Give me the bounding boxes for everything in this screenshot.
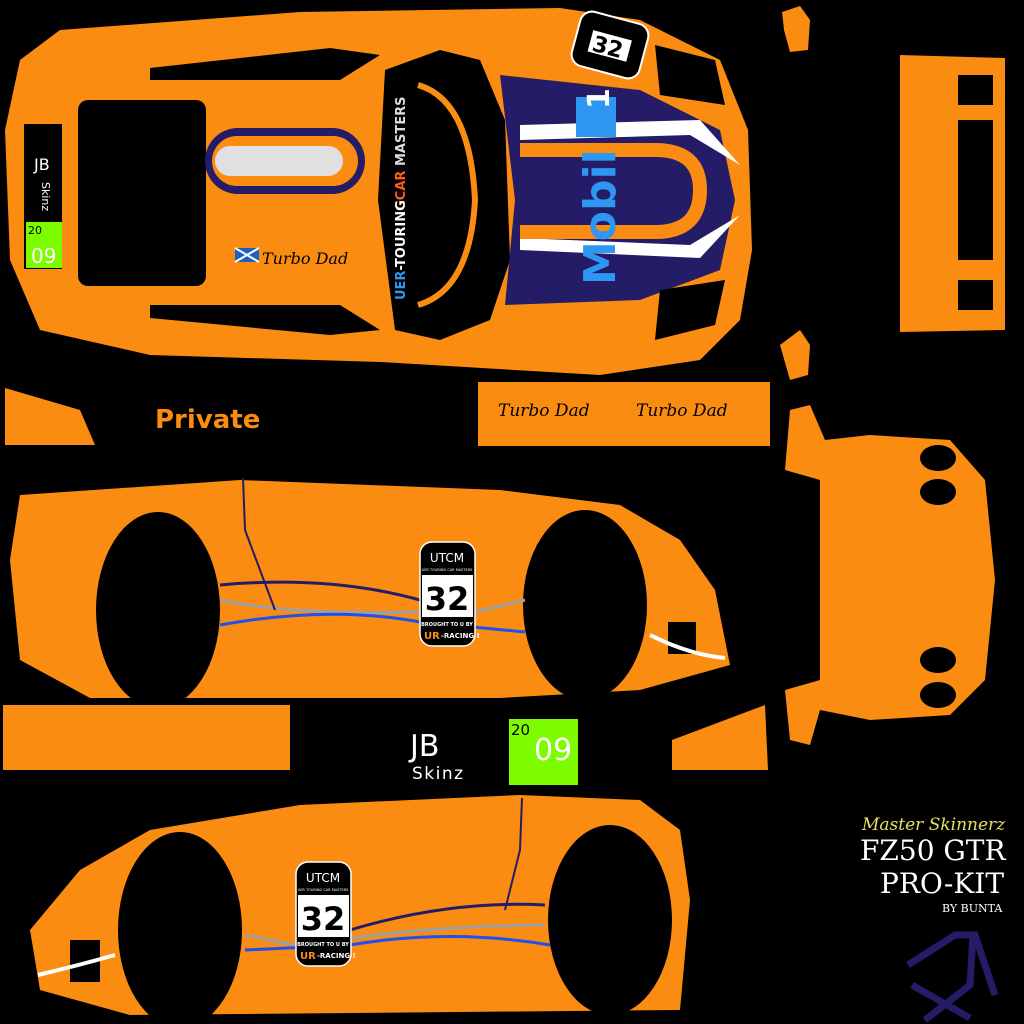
panel-team: -RACING ! <box>317 952 356 960</box>
panel-number: 32 <box>425 580 470 618</box>
door-brand: Skinz <box>412 764 465 784</box>
svg-text:UER-TOURINGCAR MASTERS: UER-TOURINGCAR MASTERS <box>394 97 409 300</box>
roof-scoop-inner <box>215 146 343 176</box>
headlight-upper <box>655 45 725 105</box>
top-plate-number: 09 <box>31 244 56 268</box>
side-strip: Private Turbo Dad Turbo Dad <box>5 382 770 446</box>
rear-bumper <box>900 55 1005 332</box>
series-banner: UER-TOURINGCAR MASTERS <box>394 97 409 300</box>
door-year: 20 <box>511 721 530 739</box>
door-strip: JB Skinz 20 09 <box>3 705 768 785</box>
strip-name-right: Turbo Dad <box>636 401 728 421</box>
mobil-one-box <box>576 97 616 137</box>
sponsor-text: Mobil <box>575 149 626 285</box>
side-view-lower <box>30 795 690 1024</box>
roof-number-panel: 32 <box>570 10 650 80</box>
series-banner-part: CAR <box>394 171 409 201</box>
top-driver-initials: JB <box>33 155 50 174</box>
credits-model: FZ50 GTR <box>860 834 1006 867</box>
door-initials: JB <box>408 729 439 764</box>
hood-orange-ring <box>520 143 708 239</box>
panel-series: UER TOURING CAR MASTERS <box>422 568 473 572</box>
panel-logo: UTCM <box>430 551 464 565</box>
number-panel-lower: UTCM UER TOURING CAR MASTERS 32 BROUGHT … <box>295 861 356 967</box>
top-plate-year: 20 <box>28 224 42 237</box>
credits-author: BY BUNTA <box>942 902 1003 915</box>
scotland-flag-icon <box>234 247 260 263</box>
series-banner-part: UER <box>394 271 409 300</box>
rear-view <box>785 405 995 745</box>
author-logo-mark <box>906 931 999 1023</box>
panel-team-logo: UR <box>424 631 440 642</box>
panel-number: 32 <box>301 900 346 938</box>
top-driver-brand: Skinz <box>39 182 52 211</box>
panel-team-logo: UR <box>300 951 316 962</box>
top-side-vent-upper <box>150 48 380 80</box>
windshield <box>378 50 510 340</box>
sponsor-logo: Mobil <box>575 149 626 285</box>
top-view: JB Skinz 20 09 Turbo Dad UER-TOURINGCAR … <box>5 6 810 380</box>
private-label: Private <box>155 405 260 435</box>
credits-signature: Master Skinnerz <box>861 815 1006 835</box>
cockpit-opening <box>78 100 206 286</box>
panel-team: -RACING ! <box>441 632 480 640</box>
series-banner-part: MASTERS <box>394 97 409 171</box>
side-view-upper <box>10 477 730 708</box>
hood-white-stripe-lower <box>520 215 740 258</box>
number-panel-upper: UTCM UER TOURING CAR MASTERS 32 BROUGHT … <box>419 541 480 647</box>
panel-brought: BROUGHT TO U BY <box>421 622 473 628</box>
panel-series: UER TOURING CAR MASTERS <box>298 888 349 892</box>
top-driver-name: Turbo Dad <box>262 249 348 268</box>
headlight-lower <box>655 280 725 340</box>
panel-brought: BROUGHT TO U BY <box>297 942 349 948</box>
panel-logo: UTCM <box>306 871 340 885</box>
door-number: 09 <box>534 733 572 768</box>
mobil-one-number: 1 <box>582 88 617 109</box>
mirror-upper <box>782 6 810 52</box>
mirror-lower <box>780 330 810 380</box>
hood-white-stripe-upper <box>520 120 740 165</box>
series-banner-part: -TOURING <box>394 200 409 270</box>
strip-name-left: Turbo Dad <box>498 401 590 421</box>
credits-kit: PRO-KIT <box>880 867 1004 900</box>
credits: Master Skinnerz FZ50 GTR PRO-KIT BY BUNT… <box>860 815 1006 1023</box>
top-side-vent-lower <box>150 305 380 335</box>
windshield-trim <box>417 82 479 308</box>
top-plate-green <box>26 222 62 268</box>
